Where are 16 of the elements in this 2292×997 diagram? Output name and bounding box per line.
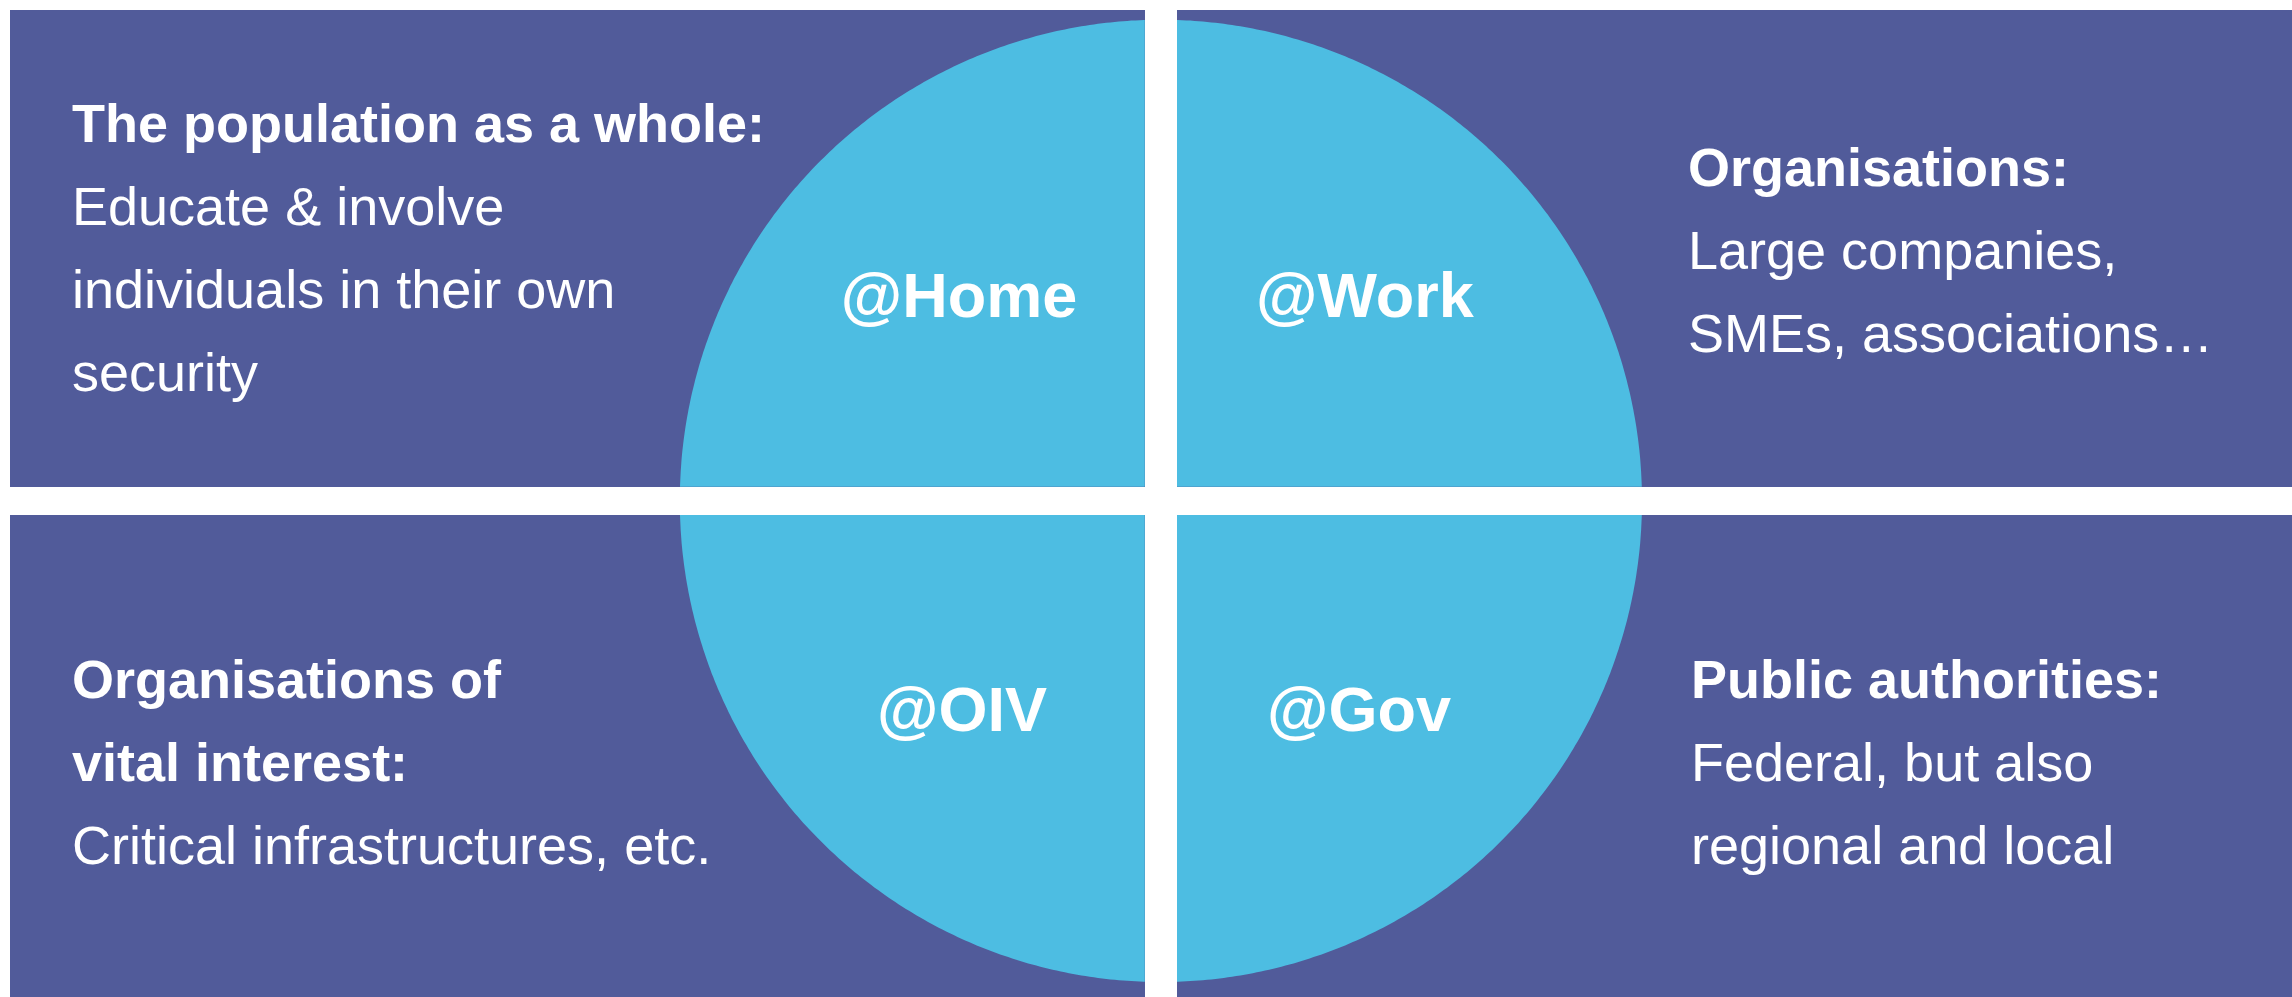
panel-text: Critical infrastructures, etc. <box>72 814 713 877</box>
panel <box>1177 515 2292 997</box>
panel-heading: Organisations: <box>1688 136 2071 199</box>
panel-heading: Organisations of vital interest: <box>72 648 503 794</box>
panel-heading: Public authorities: <box>1691 648 2164 711</box>
panel <box>1177 10 2292 487</box>
panel-text: Federal, but also regional and local <box>1691 731 2116 877</box>
panel-heading: The population as a whole: <box>72 92 767 155</box>
quadrant-label: @Gov <box>1267 673 1451 745</box>
panel <box>10 515 1145 997</box>
panel <box>10 10 1145 487</box>
panel-text: Educate & involve individuals in their own security <box>72 175 617 404</box>
quadrant-label: @Work <box>1256 259 1474 331</box>
panel-text: Large companies, SMEs, associations… <box>1688 219 2215 365</box>
quadrant-label: @OIV <box>877 673 1047 745</box>
quadrant-label: @Home <box>840 259 1078 331</box>
